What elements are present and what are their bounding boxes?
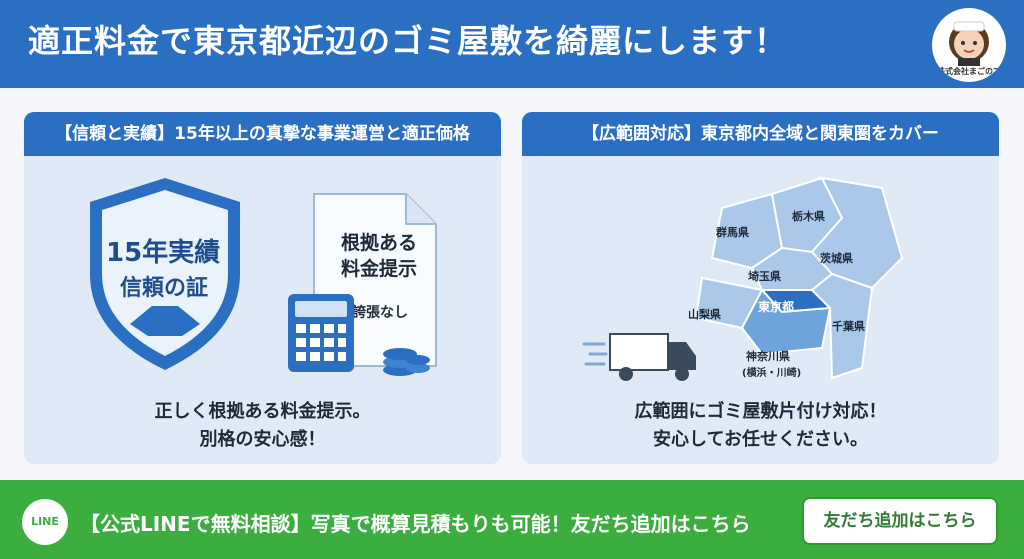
company-name: 株式会社まごのて	[937, 67, 1001, 76]
document-line2: 料金提示	[340, 258, 417, 280]
kanto-map-icon	[694, 176, 904, 380]
shield-line1: 15年実績	[106, 238, 221, 268]
kanagawa-label: 神奈川県	[746, 350, 790, 363]
coverage-panel-heading: 【広範囲対応】東京都内全域と関東圏をカバー	[522, 112, 999, 156]
shield-icon	[90, 178, 240, 370]
header-banner: 適正料金で東京都近辺のゴミ屋敷を綺麗にします！	[0, 0, 1024, 88]
coverage-panel: 【広範囲対応】東京都内全域と関東圏をカバー 栃木県 群馬県 茨城県 埼玉県 東京…	[522, 112, 999, 464]
coverage-caption-line2: 安心してお任せください。	[653, 429, 868, 450]
document-line1: 根拠ある	[340, 232, 417, 254]
kanagawa-sub-label: (横浜・川崎)	[742, 368, 802, 379]
trust-panel-heading: 【信頼と実績】15年以上の真摯な事業運営と適正価格	[24, 112, 501, 156]
page-title: 適正料金で東京都近辺のゴミ屋敷を綺麗にします！	[28, 22, 788, 60]
truck-icon	[582, 333, 696, 381]
maid-avatar-icon	[949, 21, 989, 66]
tochigi-label: 栃木県	[792, 210, 825, 223]
add-friend-button[interactable]: 友だち追加はこちら	[802, 497, 998, 545]
yamanashi-label: 山梨県	[688, 308, 721, 321]
trust-panel: 【信頼と実績】15年以上の真摯な事業運営と適正価格 15年実績 信頼の証 根拠あ…	[24, 112, 501, 464]
shield-line2: 信頼の証	[120, 276, 209, 301]
gunma-label: 群馬県	[716, 226, 749, 239]
line-icon[interactable]: LINE	[22, 499, 68, 545]
coverage-caption-line1: 広範囲にゴミ屋敷片付け対応！	[634, 401, 887, 422]
chiba-label: 千葉県	[832, 320, 865, 333]
tokyo-label: 東京都	[758, 300, 795, 314]
saitama-label: 埼玉県	[748, 270, 781, 283]
avatar: 株式会社まごのて	[932, 8, 1006, 82]
ibaraki-label: 茨城県	[820, 252, 853, 265]
footer-cta-text: 【公式LINEで無料相談】写真で概算見積もりも可能！友だち追加はこちら	[80, 512, 751, 536]
document-note: 誇張なし	[352, 305, 408, 321]
coins-icon	[383, 348, 430, 376]
handshake-icon	[130, 306, 200, 336]
trust-caption-line1: 正しく根拠ある料金提示。	[154, 401, 371, 422]
line-icon-label: LINE	[31, 515, 59, 528]
trust-caption-line2: 別格の安心感！	[199, 429, 326, 450]
calculator-icon	[288, 294, 354, 372]
